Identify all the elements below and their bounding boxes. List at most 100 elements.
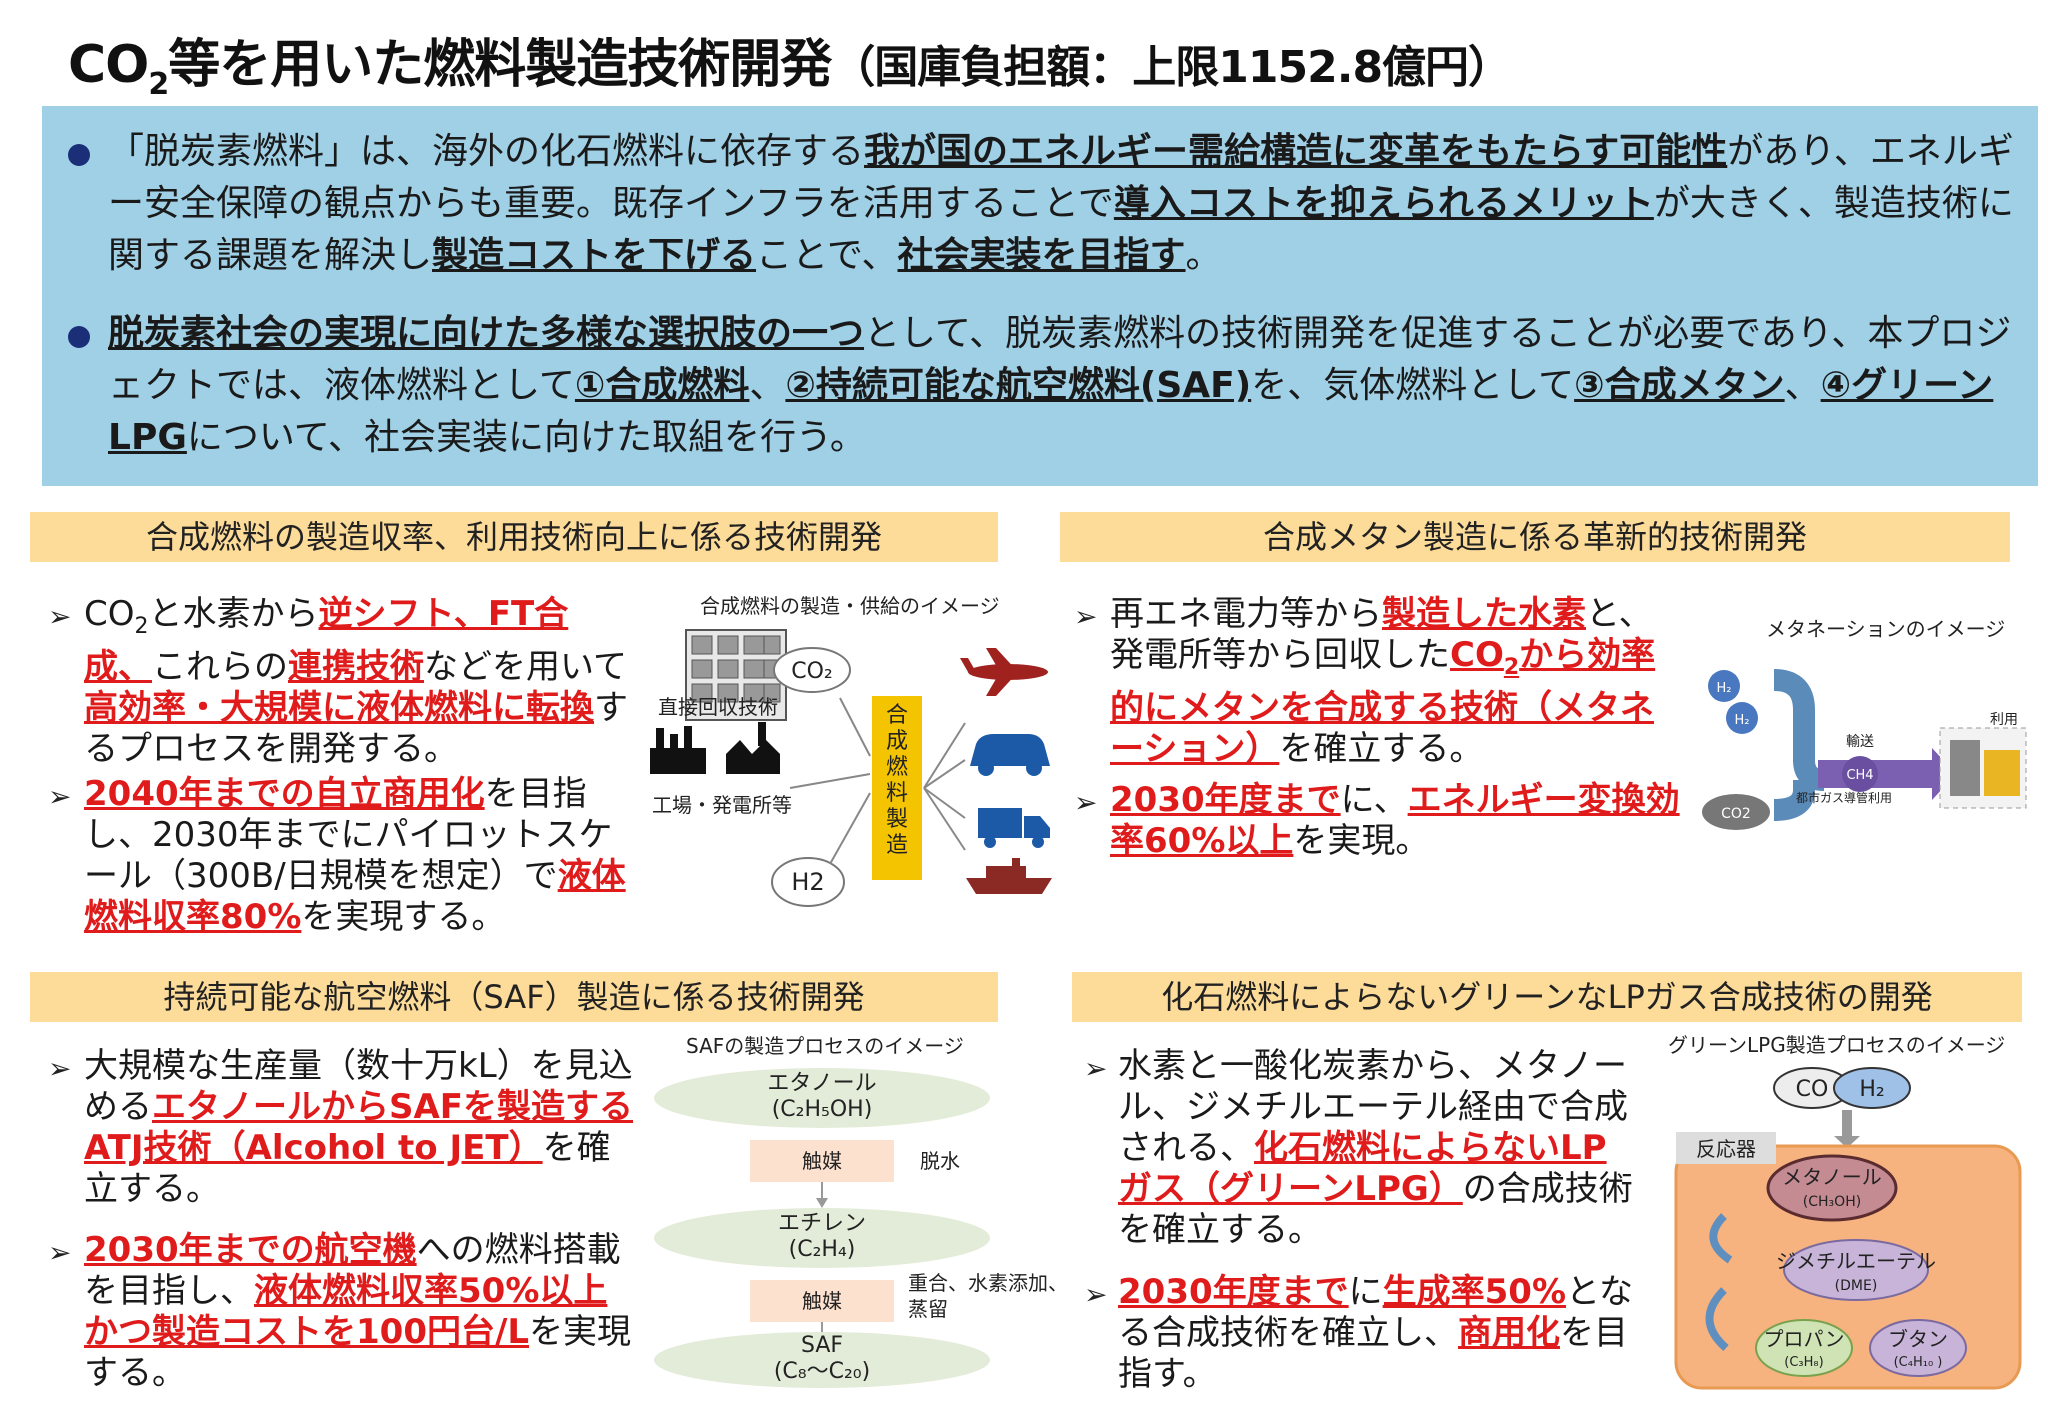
arrow-bullet-icon: ➢	[1084, 1278, 1108, 1311]
butane-label: ブタン	[1888, 1327, 1948, 1351]
text-run: を確立する。	[1279, 729, 1484, 769]
reactor-label: 反応器	[1696, 1137, 1756, 1161]
step-arrow-1	[1709, 1213, 1733, 1264]
methanol-node	[1766, 1154, 1898, 1222]
dme-node	[1783, 1239, 1929, 1301]
ethanol-node	[654, 1068, 990, 1128]
text-run: 脱炭素社会の実現に向けた多様な選択肢の一つ	[108, 313, 865, 354]
h2-label: H2	[791, 868, 824, 896]
text-run: として、脱炭素燃料の技術開発を促進することが必要であり、本プロジェクトでは、液体…	[108, 313, 2012, 406]
truck-icon	[978, 808, 1050, 848]
factory-image	[1950, 740, 1980, 796]
catalyst-label-1: 触媒	[802, 1149, 842, 1173]
text-run: 商用化	[1458, 1313, 1560, 1353]
text-run: 2040年までの自立商用化	[84, 774, 485, 814]
dac-label: 直接回収技術	[658, 695, 778, 719]
car-icon	[970, 734, 1050, 776]
synfuel-bullet-2: 2040年までの自立商用化を目指し、2030年までにパイロットスケール（300B…	[84, 774, 644, 938]
h2-label: H₂	[1859, 1077, 1884, 1102]
text-run: などを用いて	[424, 647, 627, 687]
saf-bullet-1: 大規模な生産量（数十万kL）を見込めるエタノールからSAFを製造するATJ技術（…	[84, 1046, 640, 1210]
intro-box: 「脱炭素燃料」は、海外の化石燃料に依存する我が国のエネルギー需給構造に変革をもた…	[42, 106, 2038, 486]
text-run: 2	[134, 614, 149, 639]
catalyst-label-2: 触媒	[802, 1289, 842, 1313]
section-heading-lpg: 化石燃料によらないグリーンなLPガス合成技術の開発	[1072, 972, 2022, 1022]
text-run: 逆シフト、FT合成、	[84, 594, 569, 687]
factory-label: 工場・発電所等	[652, 793, 792, 817]
ethanol-label: エタノール	[767, 1071, 876, 1096]
text-run: 高効率・大規模に液体燃料に転換	[84, 688, 594, 728]
co2-cloud-icon	[773, 647, 851, 693]
ship-icon	[966, 858, 1052, 894]
section-heading-saf: 持続可能な航空燃料（SAF）製造に係る技術開発	[30, 972, 998, 1022]
saf-caption: SAFの製造プロセスのイメージ	[686, 1034, 964, 1058]
text-run: が大きく、製造技術に関する課題を解決し	[108, 183, 2014, 276]
text-run: と水素から	[148, 594, 319, 634]
text-run: を実現する。	[301, 897, 506, 937]
text-run: を、気体燃料として	[1251, 365, 1575, 406]
text-run: 液体燃料収率80%	[84, 856, 626, 937]
catalyst-box-2	[750, 1280, 894, 1322]
section-heading-methane: 合成メタン製造に係る革新的技術開発	[1060, 512, 2010, 562]
catalyst-box-1	[750, 1140, 894, 1182]
propane-label: プロパン	[1764, 1327, 1845, 1351]
h2-node	[1833, 1067, 1911, 1109]
text-run: 再エネ電力等から	[1110, 594, 1382, 634]
methanol-label: メタノール	[1782, 1165, 1881, 1189]
text-run: CO	[1450, 635, 1504, 675]
dme-label: ジメチルエーテル	[1776, 1249, 1936, 1273]
arrow-bullet-icon: ➢	[1074, 786, 1098, 819]
saf-label: SAF	[801, 1333, 843, 1358]
text-run: があり、エネルギー安全保障の観点からも重要。既存インフラを活用することで	[108, 131, 2014, 224]
text-run: について、社会実装に向けた取組を行う。	[186, 417, 866, 458]
methane-bullet-1: 再エネ電力等から製造した水素と、発電所等から回収したCO2から効率的にメタンを合…	[1110, 594, 1686, 770]
text-run: 、	[749, 365, 786, 406]
lpg-caption: グリーンLPG製造プロセスのイメージ	[1668, 1033, 2005, 1057]
synfuel-diagram: 合成燃料の製造・供給のイメージ CO₂ 直接回収技術 工場・発電所等 H2 合成…	[650, 594, 1052, 907]
ch4-molecule-icon	[1842, 756, 1878, 792]
text-run: となる合成技術を確立し、	[1118, 1272, 1634, 1353]
text-run: 製造コストを下げる	[432, 235, 757, 276]
step-arrow-2	[1705, 1287, 1729, 1352]
text-run: 化石燃料によらないLPガス（グリーンLPG）	[1118, 1128, 1607, 1209]
ethylene-node	[654, 1208, 990, 1268]
flow-arrowhead-1	[816, 1198, 828, 1208]
bullet-icon	[68, 326, 90, 348]
text-run: への燃料搭載を目指し、	[84, 1230, 621, 1311]
butane-formula: (C₄H₁₀ )	[1894, 1355, 1943, 1370]
text-run: CO	[84, 594, 135, 634]
methanation-diagram: メタネーションのイメージ H₂ H₂ CO2 CH4 輸送 都市ガス導管利用 利…	[1702, 617, 2027, 830]
text-run: に	[1348, 1272, 1383, 1312]
methanol-formula: (CH₃OH)	[1803, 1194, 1861, 1210]
lpg-bullet-1: 水素と一酸化炭素から、メタノール、ジメチルエーテル経由で合成される、化石燃料によ…	[1118, 1046, 1640, 1251]
airplane-icon	[960, 648, 1048, 696]
text-run: 。	[1185, 235, 1222, 276]
co2-flow-arrow	[1773, 780, 1815, 821]
bullet-icon	[68, 144, 90, 166]
text-run: 生成率50%	[1382, 1272, 1567, 1312]
dehydration-label: 脱水	[920, 1149, 960, 1173]
butane-node	[1869, 1319, 1967, 1377]
saf-diagram: SAFの製造プロセスのイメージ エタノール (C₂H₅OH) 触媒 脱水 エチレ…	[654, 1034, 1068, 1388]
text-run: を実現する。	[84, 1312, 632, 1393]
text-run: を実現。	[1293, 821, 1430, 861]
steps-label-2: 蒸留	[908, 1297, 948, 1321]
text-run: ②持続可能な航空燃料(SAF)	[785, 365, 1252, 406]
text-run: の合成技術を確立する。	[1118, 1169, 1633, 1250]
h2-label: H₂	[1717, 681, 1732, 696]
arrow-bullet-icon: ➢	[1074, 600, 1098, 633]
synfuel-process-box	[872, 696, 922, 880]
methanation-caption: メタネーションのイメージ	[1766, 617, 2005, 641]
text-run: 我が国のエネルギー需給構造に変革をもたらす可能性	[864, 131, 1728, 172]
co-label: CO	[1796, 1077, 1829, 1102]
text-run: 社会実装を目指す	[897, 235, 1186, 276]
lpg-diagram: グリーンLPG製造プロセスのイメージ CO H₂ 反応器 メタノール (CH₃O…	[1668, 1033, 2022, 1390]
output-arrows	[923, 722, 966, 851]
text-run: に、	[1340, 780, 1408, 820]
text-run: 2030年までの航空機	[84, 1230, 417, 1270]
arrow-bullet-icon: ➢	[48, 1052, 72, 1085]
text-run: と、発電所等から回収した	[1110, 594, 1653, 675]
lpg-bullet-2: 2030年度までに生成率50%となる合成技術を確立し、商用化を目指す。	[1118, 1272, 1640, 1395]
reactor-tag	[1676, 1132, 1776, 1164]
arrow-bullet-icon: ➢	[48, 1236, 72, 1269]
